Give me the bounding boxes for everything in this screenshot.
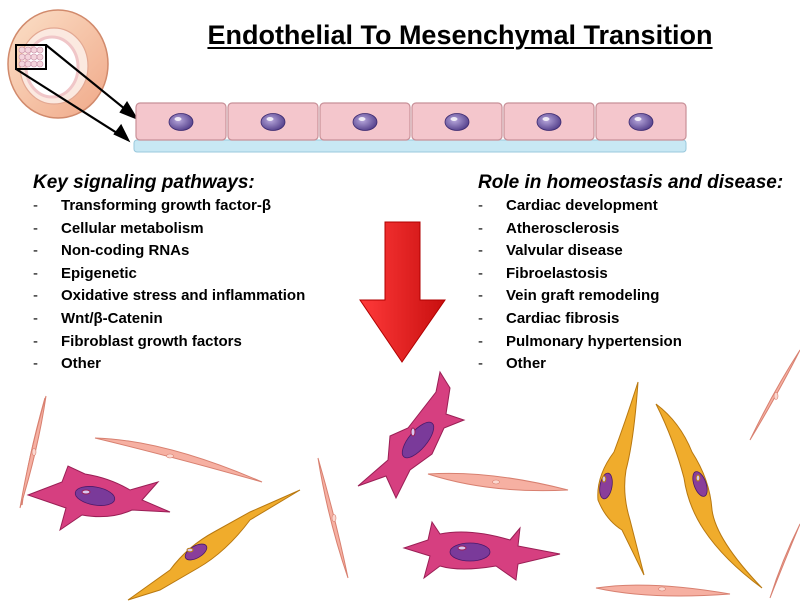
list-item: - Fibroelastosis bbox=[478, 263, 682, 286]
mesenchymal-cell-1 bbox=[26, 465, 171, 532]
list-item-label: Epigenetic bbox=[61, 264, 137, 282]
list-bullet: - bbox=[478, 219, 483, 237]
list-item-label: Cardiac development bbox=[506, 197, 658, 214]
list-bullet: - bbox=[33, 355, 38, 373]
mesenchymal-cells-pink bbox=[26, 370, 561, 581]
fibroblast-cell-2 bbox=[94, 437, 263, 483]
list-item-label: Cardiac fibrosis bbox=[506, 309, 620, 327]
list-item: - Epigenetic bbox=[33, 263, 305, 286]
transition-arrow-icon bbox=[359, 221, 446, 363]
list-bullet: - bbox=[478, 197, 483, 214]
list-bullet: - bbox=[33, 332, 38, 350]
endothelial-monolayer bbox=[133, 102, 687, 153]
endothelial-cell-4 bbox=[411, 102, 503, 141]
mesenchymal-cell-5 bbox=[597, 381, 645, 576]
fibroblast-cells bbox=[19, 349, 800, 599]
list-item: - Transforming growth factor-β bbox=[33, 195, 305, 218]
list-item-label: Vein graft remodeling bbox=[506, 287, 660, 305]
list-item-label: Other bbox=[506, 355, 547, 373]
fibroblast-cell-6 bbox=[769, 523, 800, 599]
zoom-lines bbox=[15, 44, 139, 143]
fibroblast-cell-4 bbox=[427, 472, 569, 492]
list-item: - Cellular metabolism bbox=[33, 218, 305, 241]
endothelial-cell-2 bbox=[227, 102, 319, 141]
list-item: - Cardiac fibrosis bbox=[478, 308, 682, 331]
list-item: - Fibroblast growth factors bbox=[33, 331, 305, 354]
fibroblast-cell-1 bbox=[19, 395, 47, 509]
list-bullet: - bbox=[33, 219, 38, 237]
list-bullet: - bbox=[33, 309, 38, 327]
list-item-label: Wnt/β-Catenin bbox=[61, 309, 163, 327]
endothelial-cell-1 bbox=[135, 102, 227, 141]
list-item: - Pulmonary hypertension bbox=[478, 331, 682, 354]
list-item-label: Other bbox=[61, 355, 102, 373]
list-item: - Other bbox=[33, 353, 305, 376]
left-panel-heading: Key signaling pathways: bbox=[33, 172, 255, 193]
disease-roles-list: - Cardiac development - Atherosclerosis - Val… bbox=[478, 195, 682, 376]
list-item-label: Fibroelastosis bbox=[506, 264, 608, 282]
list-item: - Oxidative stress and inflammation bbox=[33, 285, 305, 308]
list-bullet: - bbox=[478, 264, 483, 282]
list-bullet: - bbox=[33, 287, 38, 305]
mesenchymal-cell-4 bbox=[127, 489, 301, 601]
list-item-label: Fibroblast growth factors bbox=[61, 332, 242, 350]
fibroblast-cell-7 bbox=[595, 584, 731, 597]
fibroblast-cell-5 bbox=[749, 349, 800, 441]
list-item-label: Cellular metabolism bbox=[61, 219, 204, 237]
list-item-label: Oxidative stress and inflammation bbox=[61, 287, 306, 305]
list-item: - Valvular disease bbox=[478, 240, 682, 263]
list-item-label: Pulmonary hypertension bbox=[506, 332, 682, 350]
signaling-pathways-list: - Transforming growth factor-β - Cellular m… bbox=[33, 195, 305, 376]
list-bullet: - bbox=[478, 309, 483, 327]
list-bullet: - bbox=[478, 355, 483, 373]
endothelial-cell-3 bbox=[319, 102, 411, 141]
list-bullet: - bbox=[33, 264, 38, 282]
fibroblast-cell-3 bbox=[317, 457, 349, 579]
list-item-label: Transforming growth factor-β bbox=[61, 197, 271, 214]
endothelial-cell-6 bbox=[595, 102, 687, 141]
list-item: - Atherosclerosis bbox=[478, 218, 682, 241]
list-bullet: - bbox=[478, 332, 483, 350]
list-item: - Other bbox=[478, 353, 682, 376]
list-item-label: Valvular disease bbox=[506, 242, 623, 260]
right-panel-heading: Role in homeostasis and disease: bbox=[478, 172, 784, 193]
list-item: - Wnt/β-Catenin bbox=[33, 308, 305, 331]
mesenchymal-cell-6 bbox=[655, 403, 763, 589]
mesenchymal-cell-2 bbox=[357, 370, 466, 500]
page-title: Endothelial To Mesenchymal Transition bbox=[207, 20, 713, 50]
mesenchymal-cell-3 bbox=[402, 520, 561, 581]
list-bullet: - bbox=[478, 242, 483, 260]
list-item: - Vein graft remodeling bbox=[478, 285, 682, 308]
mesenchymal-cells-orange bbox=[127, 381, 763, 601]
list-item-label: Non-coding RNAs bbox=[61, 242, 190, 260]
list-item: - Non-coding RNAs bbox=[33, 240, 305, 263]
list-bullet: - bbox=[478, 287, 483, 305]
endothelial-cell-5 bbox=[503, 102, 595, 141]
list-bullet: - bbox=[33, 242, 38, 260]
list-item-label: Atherosclerosis bbox=[506, 219, 620, 237]
blood-vessel-icon bbox=[7, 9, 109, 119]
list-bullet: - bbox=[33, 197, 38, 214]
list-item: - Cardiac development bbox=[478, 195, 682, 218]
